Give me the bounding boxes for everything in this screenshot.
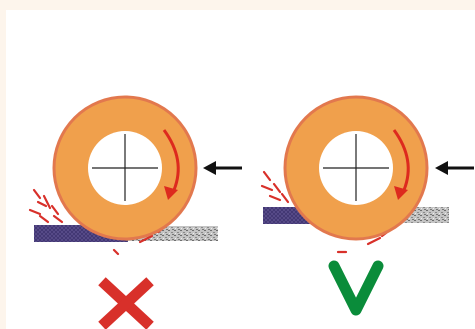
red-x-icon [98, 277, 154, 329]
crosshair-icon-right [323, 134, 389, 201]
left-arrow-icon-left [203, 161, 242, 175]
sparks-left [28, 188, 168, 256]
green-check-icon [328, 260, 384, 316]
crosshair-icon-left [92, 134, 158, 201]
correct-setup [260, 95, 474, 316]
clockwise-arrow-icon-right [392, 129, 410, 200]
left-arrow-icon-right [435, 161, 474, 175]
incorrect-setup [28, 95, 242, 329]
clockwise-arrow-icon-left [162, 129, 180, 200]
